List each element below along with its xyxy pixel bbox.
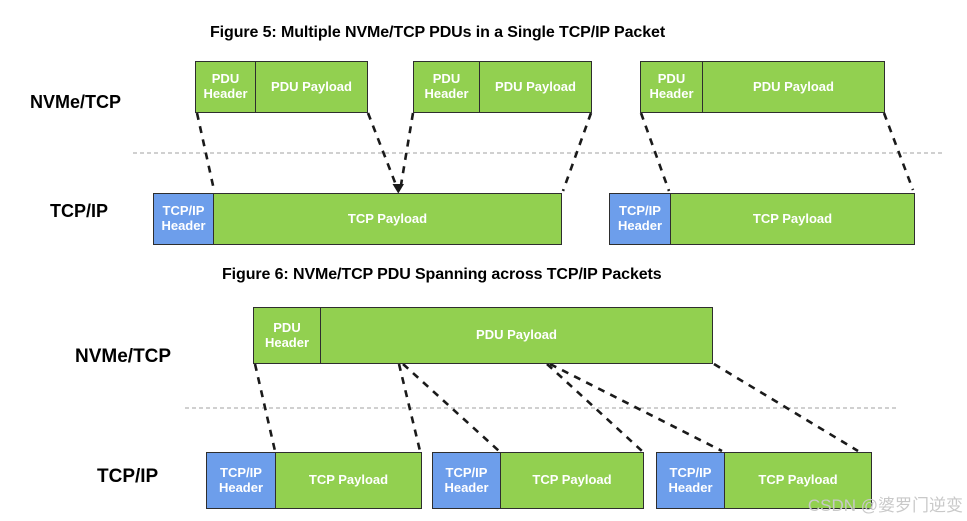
- tcp-payload-label: TCP Payload: [532, 472, 612, 488]
- connector-line: [546, 363, 643, 452]
- tcp-payload-label: TCP Payload: [347, 210, 428, 226]
- pdu-header-label: PDU Header: [264, 319, 310, 350]
- connector-line: [402, 363, 500, 452]
- figure5-title: Figure 5: Multiple NVMe/TCP PDUs in a Si…: [210, 24, 666, 41]
- figure5-pdu-1: PDU Header PDU Payload: [195, 61, 368, 113]
- tcpip-header-label: TCP/IP Header: [444, 464, 489, 495]
- connector-line: [713, 362, 859, 453]
- figure5-pdu-2: PDU Header PDU Payload: [413, 61, 592, 113]
- pdu-header-label: PDU Header: [424, 71, 469, 101]
- pdu-payload-cell: PDU Payload: [703, 62, 884, 112]
- pdu-header-cell: PDU Header: [254, 308, 321, 363]
- tcpip-header-cell: TCP/IP Header: [433, 453, 501, 508]
- tcpip-header-label: TCP/IP Header: [617, 203, 663, 233]
- figure5-pdu-3: PDU Header PDU Payload: [640, 61, 885, 113]
- figure6-tcp-row-label: TCP/IP: [97, 466, 159, 487]
- figure6-title: Figure 6: NVMe/TCP PDU Spanning across T…: [222, 266, 662, 283]
- figure6-tcpip-packet-2: TCP/IP Header TCP Payload: [432, 452, 644, 509]
- figure6-nvme-row-label: NVMe/TCP: [75, 346, 172, 367]
- pdu-header-label: PDU Header: [203, 71, 248, 101]
- figure5-nvme-row-label: NVMe/TCP: [30, 92, 122, 112]
- figure6-tcpip-packet-3: TCP/IP Header TCP Payload: [656, 452, 872, 509]
- tcp-payload-label: TCP Payload: [308, 472, 389, 488]
- connector-line: [253, 363, 277, 452]
- tcpip-header-cell: TCP/IP Header: [154, 194, 214, 244]
- tcp-payload-cell: TCP Payload: [276, 453, 421, 508]
- tcpip-header-label: TCP/IP Header: [668, 464, 713, 495]
- pdu-payload-cell: PDU Payload: [321, 308, 712, 363]
- connector-line: [882, 112, 915, 191]
- tcpip-header-label: TCP/IP Header: [218, 464, 264, 495]
- connector-line: [195, 112, 216, 191]
- csdn-watermark: CSDN @婆罗门逆变: [807, 496, 963, 515]
- tcp-payload-cell: TCP Payload: [501, 453, 643, 508]
- connector-line: [399, 112, 415, 186]
- connector-line: [549, 362, 723, 453]
- figure6-pdu-1: PDU Header PDU Payload: [253, 307, 713, 364]
- connector-line: [561, 112, 593, 192]
- tcp-payload-cell: TCP Payload: [671, 194, 914, 244]
- tcpip-header-cell: TCP/IP Header: [207, 453, 276, 508]
- pdu-payload-label: PDU Payload: [271, 78, 352, 94]
- tcp-payload-cell: TCP Payload: [214, 194, 561, 244]
- pdu-payload-label: PDU Payload: [476, 327, 557, 343]
- pdu-header-cell: PDU Header: [414, 62, 480, 112]
- figure6-tcpip-packet-1: TCP/IP Header TCP Payload: [206, 452, 422, 509]
- tcpip-header-cell: TCP/IP Header: [610, 194, 671, 244]
- figure5-tcpip-packet-1: TCP/IP Header TCP Payload: [153, 193, 562, 245]
- tcpip-header-label: TCP/IP Header: [161, 203, 206, 233]
- pdu-payload-cell: PDU Payload: [480, 62, 591, 112]
- pdu-payload-label: PDU Payload: [495, 78, 576, 94]
- tcp-payload-label: TCP Payload: [758, 472, 838, 488]
- pdu-header-label: PDU Header: [649, 71, 694, 101]
- connector-line: [639, 112, 671, 192]
- connector-line: [397, 363, 422, 452]
- pdu-payload-cell: PDU Payload: [256, 62, 367, 112]
- connector-line: [366, 112, 398, 186]
- figure5-tcp-row-label: TCP/IP: [50, 201, 109, 221]
- pdu-header-cell: PDU Header: [196, 62, 256, 112]
- figure5-tcpip-packet-2: TCP/IP Header TCP Payload: [609, 193, 915, 245]
- tcp-payload-label: TCP Payload: [752, 210, 833, 226]
- tcpip-header-cell: TCP/IP Header: [657, 453, 725, 508]
- pdu-payload-label: PDU Payload: [753, 78, 834, 94]
- tcp-payload-cell: TCP Payload: [725, 453, 871, 508]
- pdu-header-cell: PDU Header: [641, 62, 703, 112]
